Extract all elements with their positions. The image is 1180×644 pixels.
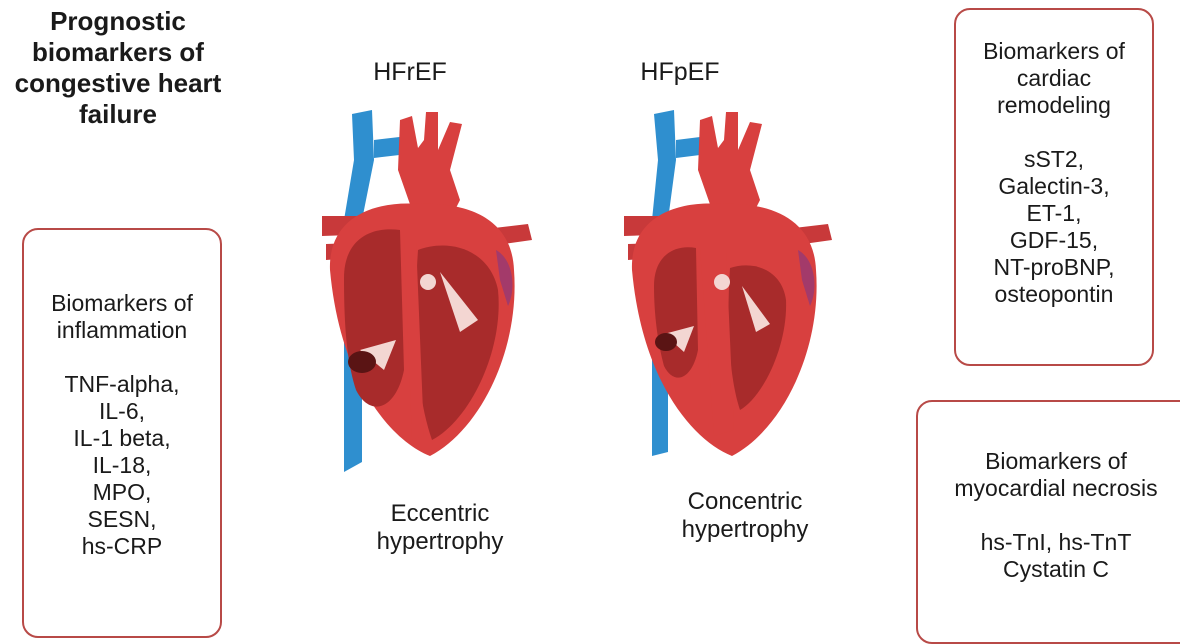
title-line: congestive heart [0,68,236,99]
label-line: Eccentric [360,500,520,528]
biomarker-item: Cystatin C [918,556,1180,583]
biomarker-item: osteopontin [956,281,1152,308]
biomarker-item: MPO, [24,479,220,506]
biomarker-item: SESN, [24,506,220,533]
box-heading: Biomarkers of [918,448,1180,475]
box-heading: myocardial necrosis [918,475,1180,502]
hfref-label: HFrEF [360,58,460,86]
box-heading: Biomarkers of [956,38,1152,65]
remodeling-biomarkers-box: Biomarkers of cardiac remodeling sST2, G… [954,8,1154,366]
box-heading: inflammation [24,317,220,344]
biomarker-item: IL-1 beta, [24,425,220,452]
biomarker-item: IL-18, [24,452,220,479]
title-line: Prognostic [0,6,236,37]
biomarker-item: hs-CRP [24,533,220,560]
inflammation-biomarkers-box: Biomarkers of inflammation TNF-alpha, IL… [22,228,222,638]
hfpef-label: HFpEF [630,58,730,86]
heart-concentric-icon [618,100,858,480]
box-heading: remodeling [956,92,1152,119]
box-heading: Biomarkers of [24,290,220,317]
eccentric-hypertrophy-label: Eccentric hypertrophy [360,500,520,556]
label-line: Concentric [660,488,830,516]
box-heading: cardiac [956,65,1152,92]
concentric-hypertrophy-label: Concentric hypertrophy [660,488,830,544]
biomarker-item: IL-6, [24,398,220,425]
biomarker-item: GDF-15, [956,227,1152,254]
label-line: hypertrophy [660,516,830,544]
biomarker-item: ET-1, [956,200,1152,227]
biomarker-item: Galectin-3, [956,173,1152,200]
biomarker-item: NT-proBNP, [956,254,1152,281]
title-line: biomarkers of [0,37,236,68]
heart-eccentric-icon [300,100,540,480]
necrosis-biomarkers-box: Biomarkers of myocardial necrosis hs-TnI… [916,400,1180,644]
figure-title: Prognostic biomarkers of congestive hear… [0,6,236,130]
biomarker-item: sST2, [956,146,1152,173]
title-line: failure [0,99,236,130]
biomarker-item: hs-TnI, hs-TnT [918,529,1180,556]
label-line: hypertrophy [360,528,520,556]
biomarker-item: TNF-alpha, [24,371,220,398]
